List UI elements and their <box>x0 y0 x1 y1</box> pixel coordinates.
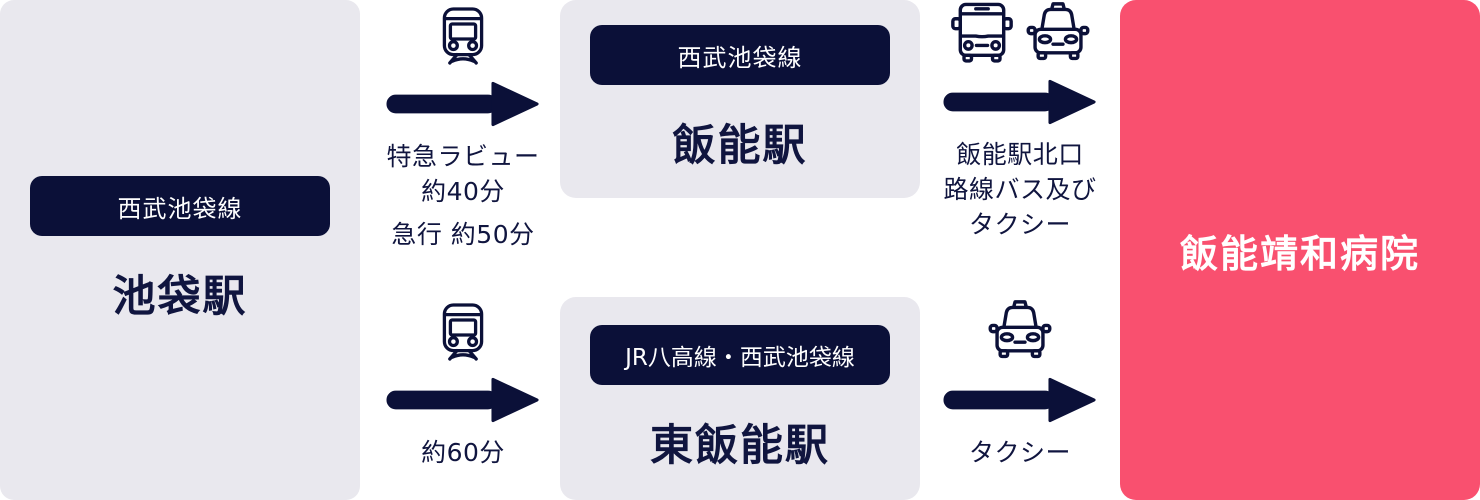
route-note-line: 路線バス及び <box>943 175 1097 204</box>
hospital-name: 飯能靖和病院 <box>1179 231 1420 276</box>
line-badge-jr-hachiko-seibu: JR八高線・西武池袋線 <box>590 324 890 385</box>
station-name-higashi-hanno: 東飯能駅 <box>650 420 830 471</box>
route-note-line: 約40分 <box>421 177 505 206</box>
route-leg-ikebukuro-to-higashi-hanno: 約60分 <box>368 300 558 470</box>
arrow-right-icon <box>942 79 1096 125</box>
route-leg-hanno-to-hospital: 飯能駅北口 路線バス及び タクシー <box>925 2 1115 242</box>
bus-icon <box>951 2 1013 63</box>
station-card-higashi-hanno: JR八高線・西武池袋線 東飯能駅 <box>560 297 920 500</box>
arrow-right-icon <box>385 377 539 423</box>
taxi-icon <box>988 300 1052 359</box>
station-name-ikebukuro: 池袋駅 <box>112 272 248 322</box>
train-icon <box>442 7 484 65</box>
taxi-icon <box>1026 2 1090 61</box>
route-note-line: タクシー <box>968 438 1071 467</box>
line-badge-seibu-ikebukuro: 西武池袋線 <box>30 176 330 236</box>
route-note-line: 約60分 <box>421 438 505 467</box>
route-leg-higashi-hanno-to-hospital: タクシー <box>925 300 1115 470</box>
station-card-ikebukuro: 西武池袋線 池袋駅 <box>0 0 360 500</box>
arrow-right-icon <box>942 377 1096 423</box>
route-leg-ikebukuro-to-hanno: 特急ラビュー 約40分 急行 約50分 <box>368 4 558 252</box>
route-note-line: 飯能駅北口 <box>956 140 1084 169</box>
hospital-card: 飯能靖和病院 <box>1120 0 1480 500</box>
station-name-hanno: 飯能駅 <box>672 121 808 171</box>
train-icon <box>442 303 484 361</box>
arrow-right-icon <box>385 81 539 127</box>
station-card-hanno: 西武池袋線 飯能駅 <box>560 0 920 198</box>
route-note-line: 急行 約50分 <box>391 220 535 249</box>
line-badge-seibu-ikebukuro: 西武池袋線 <box>590 25 890 85</box>
route-note-line: タクシー <box>968 210 1071 239</box>
route-note-line: 特急ラビュー <box>386 142 540 171</box>
